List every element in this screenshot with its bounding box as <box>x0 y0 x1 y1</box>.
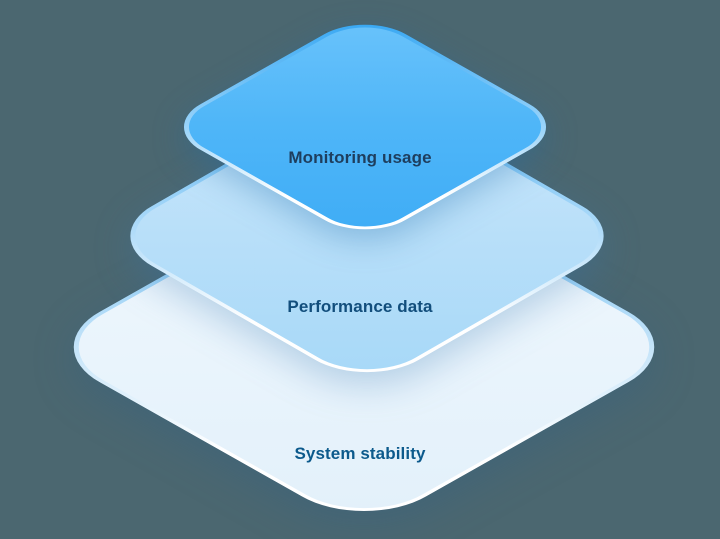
label-performance-data: Performance data <box>287 297 433 316</box>
label-monitoring-usage: Monitoring usage <box>288 148 432 167</box>
label-system-stability: System stability <box>294 444 426 463</box>
